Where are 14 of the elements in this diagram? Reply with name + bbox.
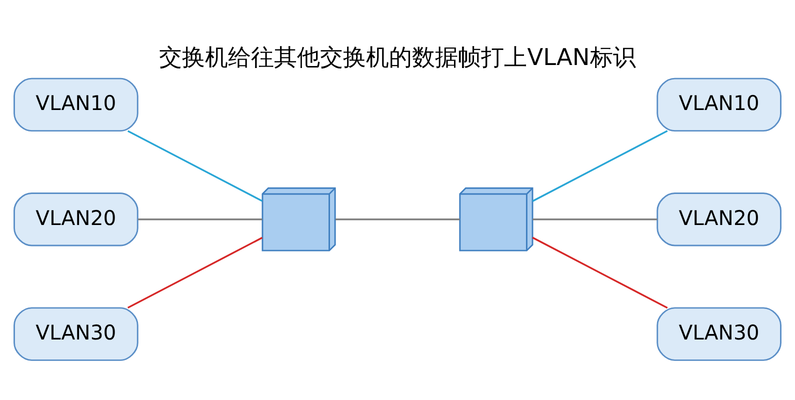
diagram-title: 交换机给往其他交换机的数据帧打上VLAN标识 [159,44,636,71]
connector [127,130,263,202]
connector [532,218,658,220]
node-box: VLAN30 [656,306,782,360]
node-box: VLAN20 [656,192,782,246]
node-box: VLAN10 [14,77,138,132]
connector [127,236,263,308]
node-box: VLAN10 [656,77,782,132]
connector [532,130,668,202]
node-box: VLAN30 [14,306,138,360]
connector [532,236,668,308]
connector [335,218,460,220]
connector [138,218,262,220]
node-box: VLAN20 [14,192,138,246]
